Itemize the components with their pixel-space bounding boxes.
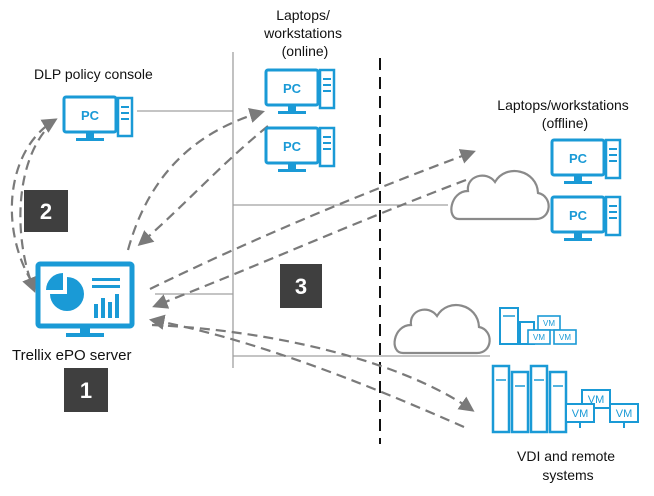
online-group-label: Laptops/ workstations (online) (263, 7, 346, 59)
svg-text:VM: VM (543, 319, 555, 328)
svg-text:PC: PC (569, 151, 588, 166)
step-badge-1: 1 (64, 368, 108, 412)
arrow-server-to-online (126, 108, 265, 251)
vdi-large-group-icon: VM VM VM (491, 364, 639, 434)
svg-text:VM: VM (572, 408, 589, 420)
svg-text:PC: PC (283, 81, 302, 96)
vdi-small-group-icon: VM VM VM (499, 307, 577, 345)
arrow-offline-to-server (152, 178, 467, 309)
bar-chart-icon (94, 304, 98, 318)
dlp-console-label: DLP policy console (34, 66, 153, 82)
server-dashboard-icon (35, 261, 135, 337)
arrow-server-to-offline (149, 149, 476, 290)
arrow-online-to-server (137, 125, 269, 247)
server-label: Trellix ePO server (12, 347, 131, 364)
svg-text:VM: VM (559, 333, 571, 342)
svg-text:1: 1 (80, 378, 92, 403)
connector-lines (137, 52, 490, 368)
svg-text:3: 3 (295, 274, 307, 299)
pc-icon-dlp-console: PC (62, 95, 134, 141)
pie-chart-icon (50, 277, 84, 311)
pc-icon-offline-2: PC (550, 195, 622, 241)
step-badge-3: 3 (280, 264, 322, 308)
svg-text:VM: VM (616, 408, 633, 420)
arrow-server-to-dlp (10, 118, 58, 283)
svg-text:PC: PC (569, 208, 588, 223)
flow-arrows (10, 108, 476, 429)
pc-icon-offline-1: PC (550, 138, 622, 184)
arrow-vdi-to-server (148, 314, 465, 429)
pc-icon-online-1: PC (264, 68, 336, 114)
pc-icon-online-2: PC (264, 126, 336, 172)
cloud-icon-top (450, 170, 550, 221)
svg-text:PC: PC (283, 139, 302, 154)
step-badge-2: 2 (24, 190, 68, 232)
arrow-dlp-to-server (19, 131, 45, 293)
svg-text:2: 2 (40, 199, 52, 224)
offline-group-label: Laptops/workstations (offline) (497, 97, 632, 131)
arrow-server-to-vdi (151, 323, 475, 412)
svg-text:VM: VM (533, 333, 545, 342)
cloud-icon-bottom (393, 304, 491, 355)
vdi-group-label: VDI and remote systems (517, 448, 619, 483)
svg-text:PC: PC (81, 108, 100, 123)
